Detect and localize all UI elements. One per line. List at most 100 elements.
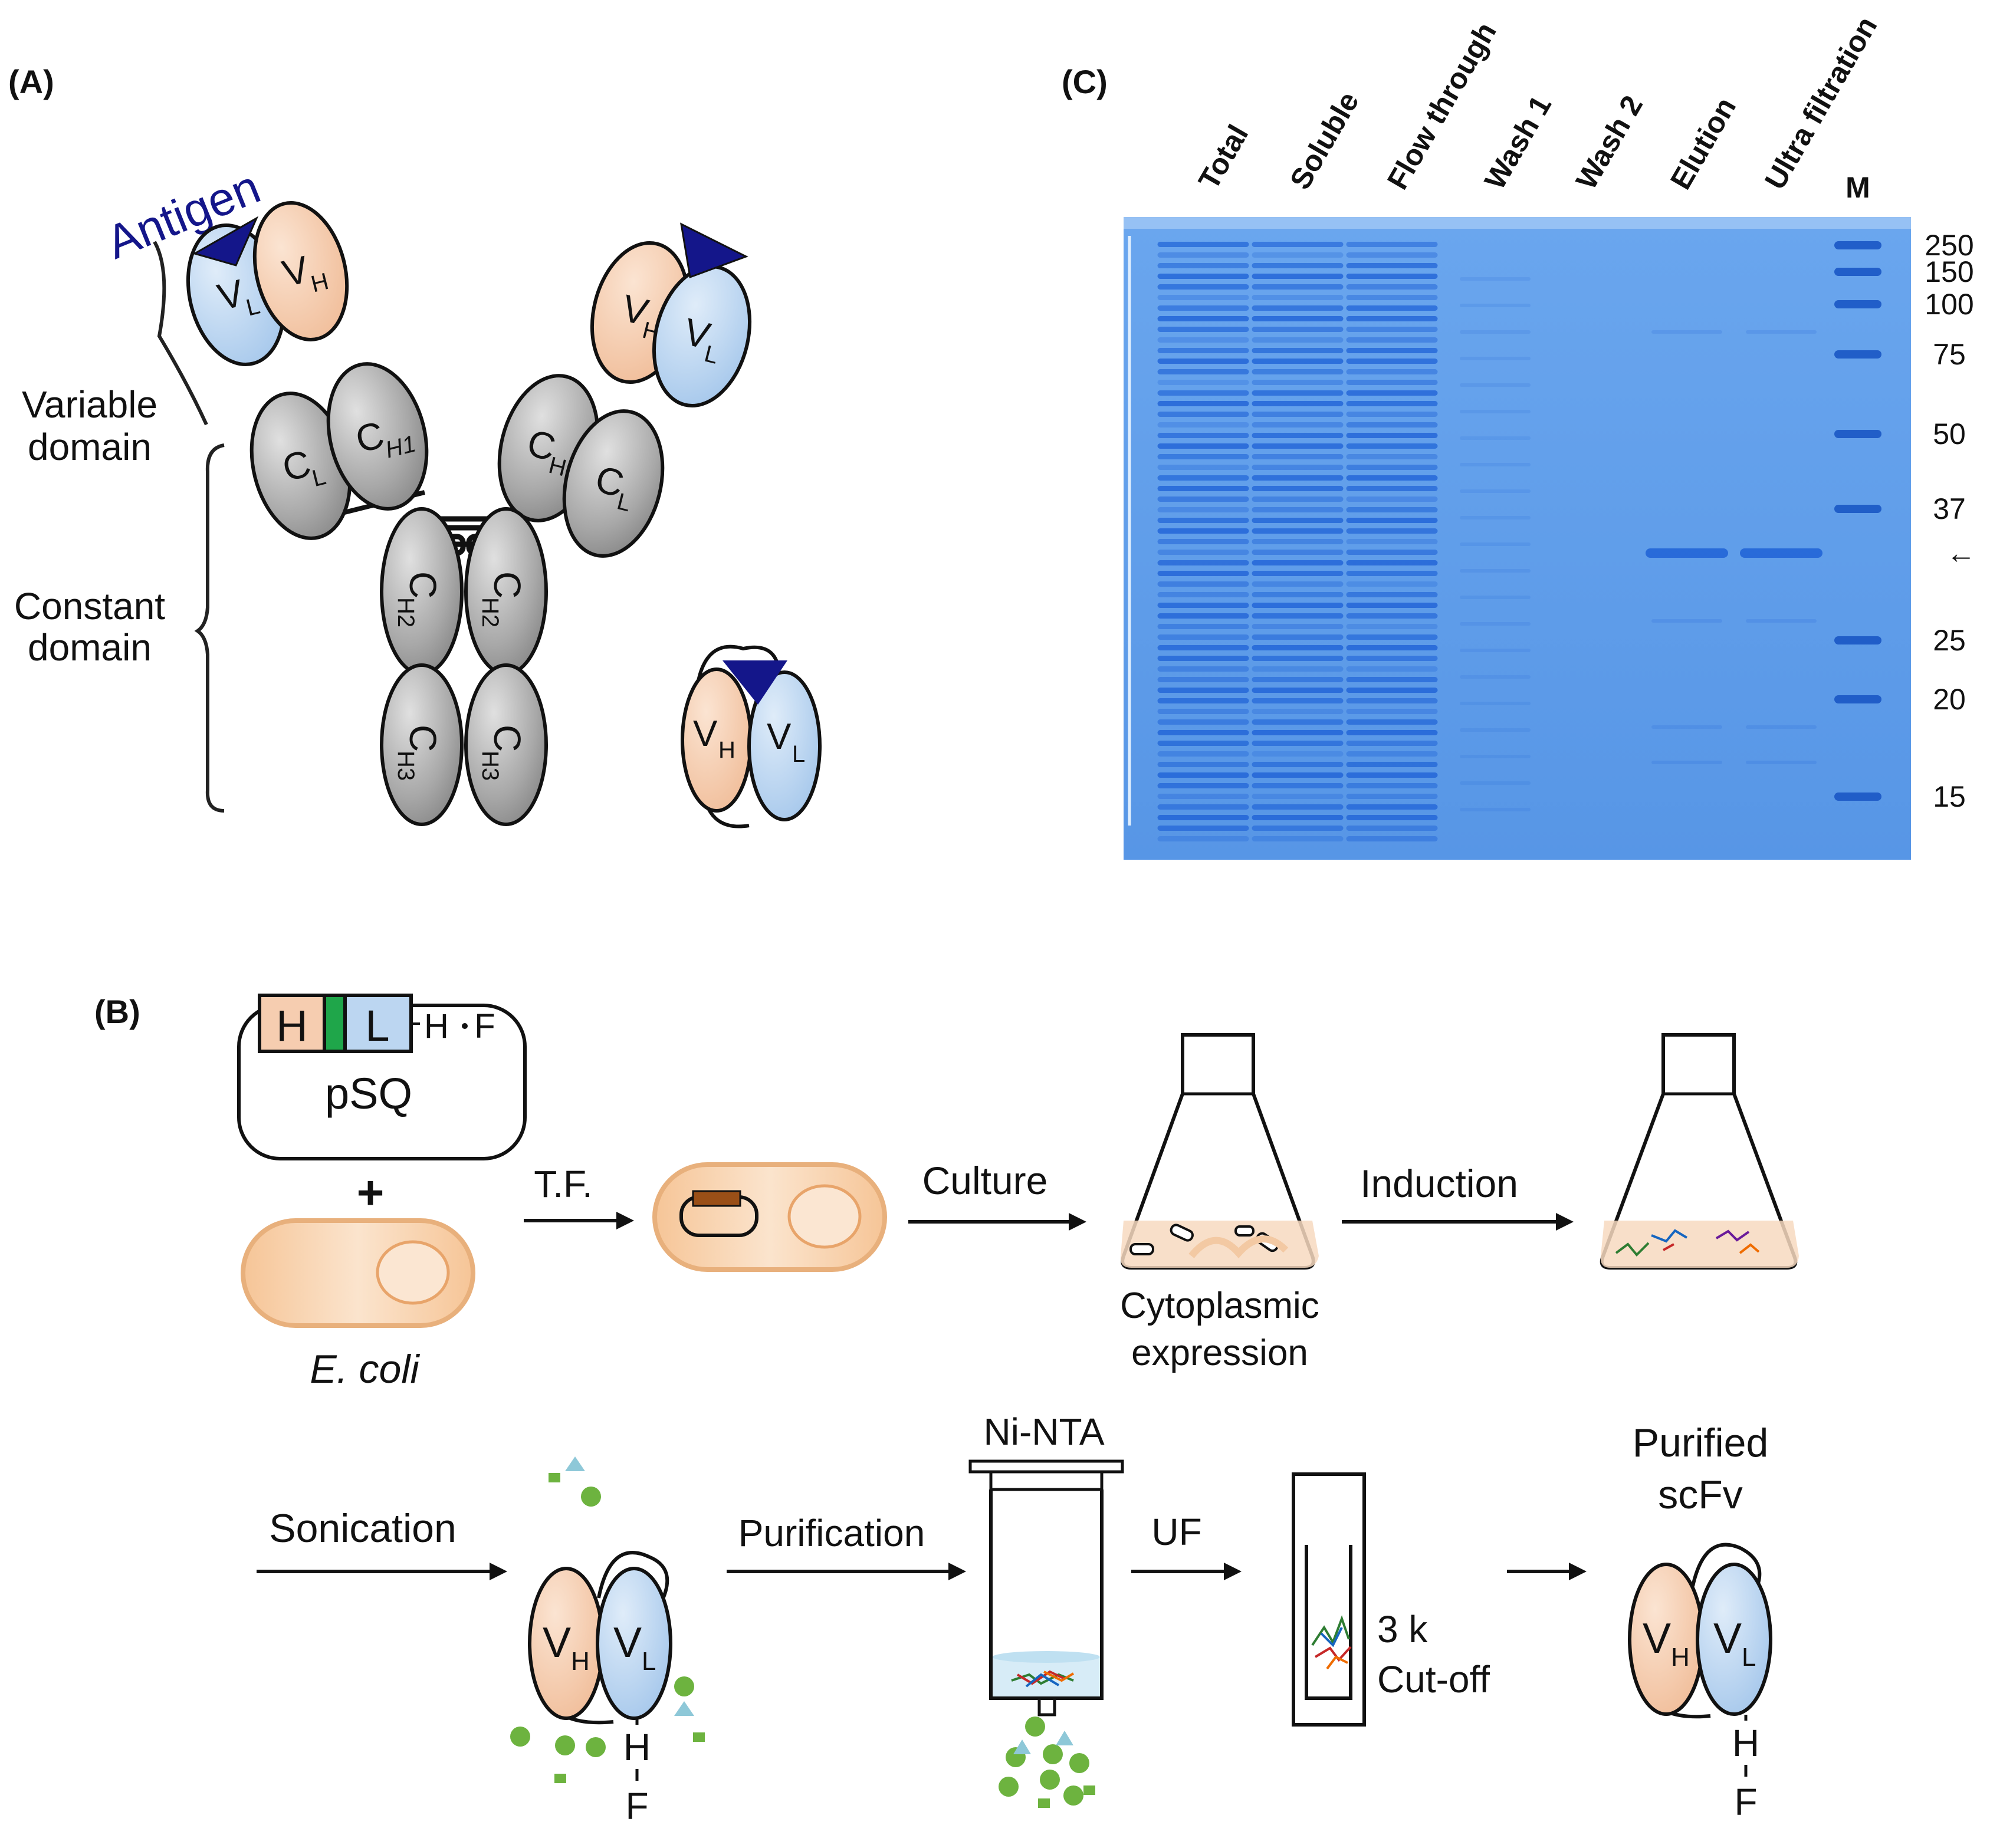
scfv-vh-label: V — [693, 713, 718, 754]
gel-smear-band — [1252, 369, 1344, 374]
cutoff-label-2: Cut-off — [1377, 1658, 1490, 1701]
lane-label: M — [1845, 171, 1870, 204]
gel-smear-band — [1252, 359, 1344, 364]
gel-smear-band — [1157, 666, 1249, 672]
gel-smear-band — [1157, 688, 1249, 693]
marker-label: 50 — [1933, 417, 1966, 451]
gel-smear-band — [1157, 741, 1249, 746]
gel-smear-band — [1346, 772, 1438, 778]
gel-smear-band — [1346, 571, 1438, 576]
step-purification-label: Purification — [738, 1512, 925, 1554]
gel-smear-band — [1346, 242, 1438, 247]
plasmid-name: pSQ — [325, 1069, 412, 1118]
gel-smear-band — [1346, 666, 1438, 672]
expression-label-1: Cytoplasmic — [1120, 1285, 1319, 1326]
gel-smear-band — [1252, 656, 1344, 661]
gel-faint-band — [1460, 702, 1531, 705]
gel-faint-band — [1460, 383, 1531, 387]
gel-smear-band — [1157, 518, 1249, 523]
gel-smear-band — [1346, 316, 1438, 321]
flask-culture-icon — [1120, 1033, 1319, 1270]
gel-faint-band — [1460, 649, 1531, 652]
gel-smear-band — [1157, 571, 1249, 576]
gel-smear-band — [1346, 603, 1438, 608]
svg-text:F: F — [1734, 1781, 1757, 1823]
gel-smear-band — [1252, 295, 1344, 300]
gel-smear-band — [1346, 465, 1438, 470]
marker-label: 250 — [1925, 229, 1973, 262]
arrow-final-icon — [1507, 1563, 1587, 1580]
gel-faint-band — [1460, 330, 1531, 334]
gel-smear-band — [1252, 518, 1344, 523]
panel-c-label: (C) — [1062, 63, 1108, 100]
gel-faint-band — [1460, 357, 1531, 360]
gel-faint-band — [1460, 596, 1531, 599]
gel-smear-band — [1252, 762, 1344, 767]
step-transformation-label: T.F. — [534, 1163, 593, 1205]
gel-smear-band — [1252, 443, 1344, 449]
gel-smear-band — [1252, 454, 1344, 459]
arrow-uf-icon — [1131, 1563, 1242, 1580]
gel-smear-band — [1157, 772, 1249, 778]
gel-faint-band — [1746, 725, 1817, 729]
plus-sign: + — [357, 1166, 385, 1219]
svg-text:V: V — [613, 1619, 642, 1666]
gel-smear-band — [1157, 826, 1249, 831]
gel-faint-band — [1460, 489, 1531, 493]
lane-label: Total — [1192, 119, 1255, 195]
gel-smear-band — [1252, 465, 1344, 470]
gel-smear-band — [1346, 496, 1438, 502]
gel-smear-band — [1157, 709, 1249, 714]
gel-smear-band — [1157, 465, 1249, 470]
gel-smear-band — [1252, 592, 1344, 597]
gel-smear-band — [1157, 581, 1249, 587]
gel-smear-band — [1157, 730, 1249, 735]
gel-smear-band — [1157, 528, 1249, 534]
gel-smear-band — [1252, 401, 1344, 406]
gel-smear-band — [1346, 624, 1438, 629]
ch3-right-label: C — [486, 725, 528, 752]
step-culture-label: Culture — [922, 1159, 1048, 1202]
gel-smear-band — [1252, 815, 1344, 820]
gel-smear-band — [1252, 348, 1344, 353]
gel-faint-band — [1651, 761, 1722, 764]
gel-smear-band — [1252, 337, 1344, 343]
svg-text:H: H — [571, 1647, 590, 1676]
gel-smear-band — [1346, 656, 1438, 661]
gel-smear-band — [1346, 560, 1438, 565]
gel-smear-band — [1252, 666, 1344, 672]
gel-smear-band — [1346, 284, 1438, 290]
flask-induced-icon — [1600, 1033, 1799, 1270]
gel-faint-band — [1651, 725, 1722, 729]
gel-smear-band — [1346, 390, 1438, 396]
panel-b: (B) H L H F pSQ + E. coli T.F. — [94, 993, 1799, 1827]
gel-smear-band — [1157, 762, 1249, 767]
constant-domain-label-1: Constant — [14, 585, 165, 627]
expression-label-2: expression — [1131, 1333, 1308, 1373]
gel-smear-band — [1157, 369, 1249, 374]
antibody-icon: V L V H C L C H1 V H — [186, 201, 752, 826]
gel-smear-band — [1252, 741, 1344, 746]
gel-smear-band — [1157, 486, 1249, 491]
antigen-right-icon — [680, 222, 748, 279]
lane-label: Ultra filtration — [1758, 11, 1883, 195]
gel-smear-band — [1252, 263, 1344, 268]
arrow-sonication-icon — [257, 1563, 507, 1580]
gel-smear-band — [1346, 443, 1438, 449]
gel-smear-band — [1157, 783, 1249, 788]
gel-smear-band — [1252, 496, 1344, 502]
gel-smear-band — [1346, 815, 1438, 820]
svg-text:H3: H3 — [393, 751, 419, 781]
marker-band — [1834, 793, 1881, 801]
panel-a-label: (A) — [8, 63, 54, 100]
gel-smear-band — [1157, 836, 1249, 841]
gel-smear-band — [1346, 518, 1438, 523]
svg-text:H: H — [1671, 1643, 1690, 1672]
marker-band — [1834, 695, 1881, 703]
marker-label: 37 — [1933, 492, 1966, 525]
gel-smear-band — [1252, 571, 1344, 576]
gel-faint-band — [1746, 330, 1817, 334]
gel-smear-band — [1346, 751, 1438, 757]
svg-text:L: L — [642, 1647, 656, 1676]
